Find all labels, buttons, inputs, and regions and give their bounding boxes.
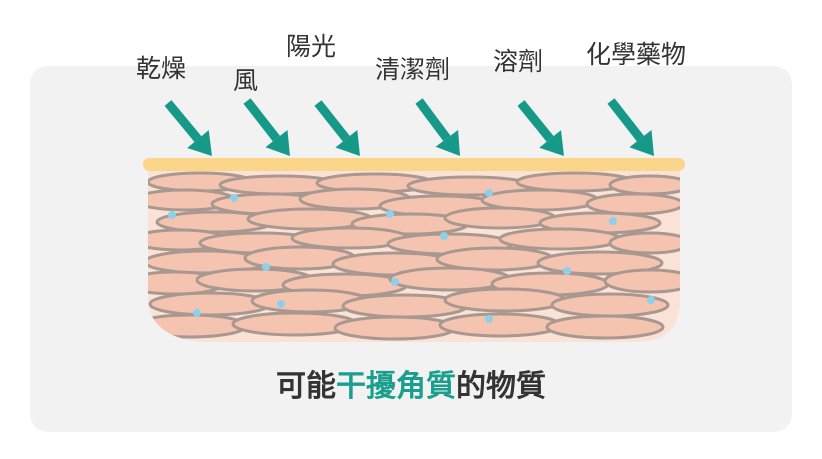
skin-cell	[443, 206, 557, 230]
arrow-down-right-icon	[243, 98, 290, 156]
skin-cell	[603, 268, 680, 294]
skin-surface-bar	[143, 158, 685, 171]
factor-label-sunlight: 陽光	[286, 32, 337, 61]
skin-cell	[438, 312, 562, 338]
moisture-dot	[386, 210, 394, 218]
moisture-dots	[168, 189, 655, 323]
factor-label-dryness: 乾燥	[136, 54, 187, 83]
caption-suffix: 的物質	[456, 369, 546, 404]
skin-cell	[608, 174, 680, 196]
moisture-dot	[193, 309, 201, 317]
moisture-dot	[609, 217, 617, 225]
factor-label-detergent: 清潔劑	[375, 55, 451, 84]
skin-cell	[333, 315, 457, 341]
arrow-down-right-icon	[164, 100, 212, 156]
factor-label-chemicals: 化學藥物	[586, 40, 687, 69]
caption-prefix: 可能	[276, 369, 336, 404]
skin-cells	[148, 171, 680, 341]
moisture-dot	[230, 194, 238, 202]
moisture-dot	[262, 263, 270, 271]
factor-label-wind: 風	[233, 66, 259, 95]
skin-cell	[443, 287, 567, 313]
moisture-dot	[485, 315, 493, 323]
moisture-dot	[277, 300, 285, 308]
moisture-dot	[647, 296, 655, 304]
caption-highlight: 干擾角質	[336, 369, 456, 404]
skin-cell	[545, 314, 665, 340]
arrow-down-right-icon	[607, 98, 654, 156]
skin-cell	[148, 313, 248, 339]
skin-cell	[498, 227, 622, 251]
factor-label-solvent: 溶劑	[493, 47, 544, 76]
arrow-down-right-icon	[415, 98, 460, 156]
moisture-dot	[168, 211, 176, 219]
arrows	[164, 98, 654, 156]
arrow-down-right-icon	[314, 100, 360, 156]
skin-cell	[585, 192, 680, 216]
moisture-dot	[440, 232, 448, 240]
skin-cell	[608, 231, 680, 255]
arrow-down-right-icon	[517, 100, 564, 156]
moisture-dot	[485, 189, 493, 197]
caption: 可能干擾角質的物質	[0, 372, 822, 402]
moisture-dot	[391, 278, 399, 286]
moisture-dot	[563, 267, 571, 275]
